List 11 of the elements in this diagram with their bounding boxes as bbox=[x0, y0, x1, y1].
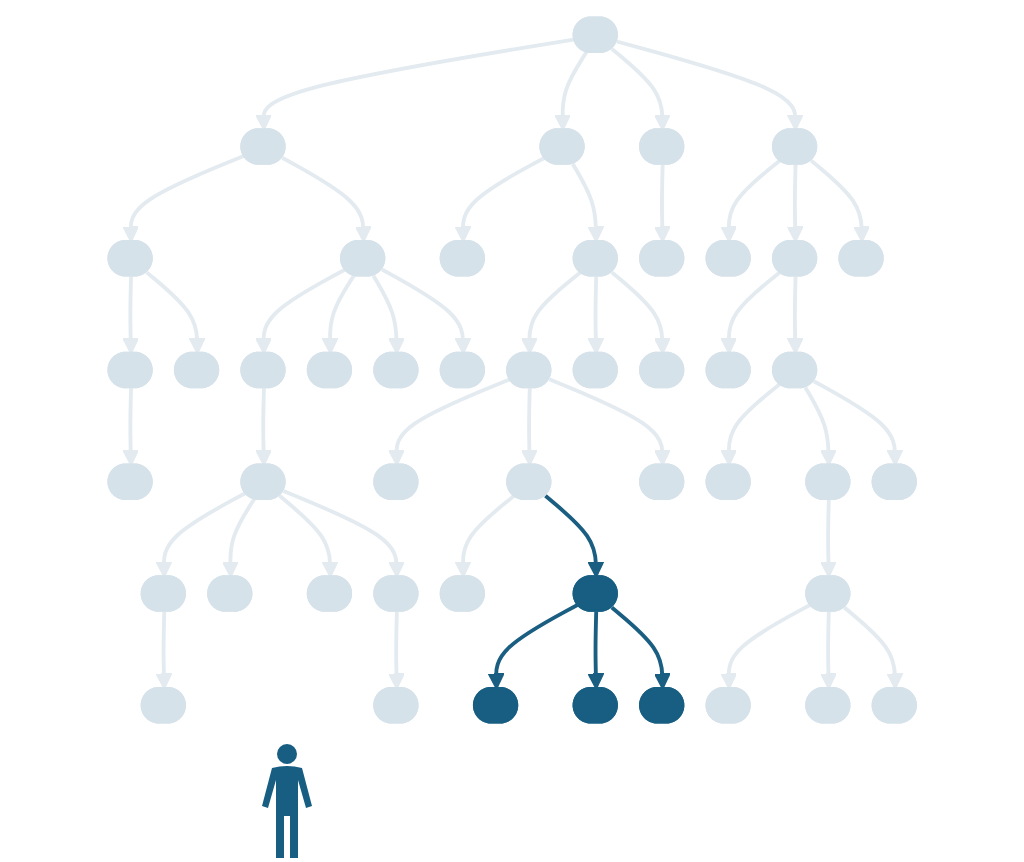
arrow bbox=[278, 494, 339, 578]
arrow bbox=[155, 491, 247, 578]
arrow bbox=[819, 500, 837, 578]
arrow bbox=[282, 489, 405, 578]
arrow bbox=[553, 51, 588, 131]
arrow bbox=[543, 494, 605, 578]
arrow bbox=[221, 498, 256, 578]
arrow bbox=[454, 494, 516, 578]
arrow bbox=[610, 47, 671, 131]
arrow bbox=[254, 37, 576, 131]
arrow bbox=[616, 39, 804, 131]
